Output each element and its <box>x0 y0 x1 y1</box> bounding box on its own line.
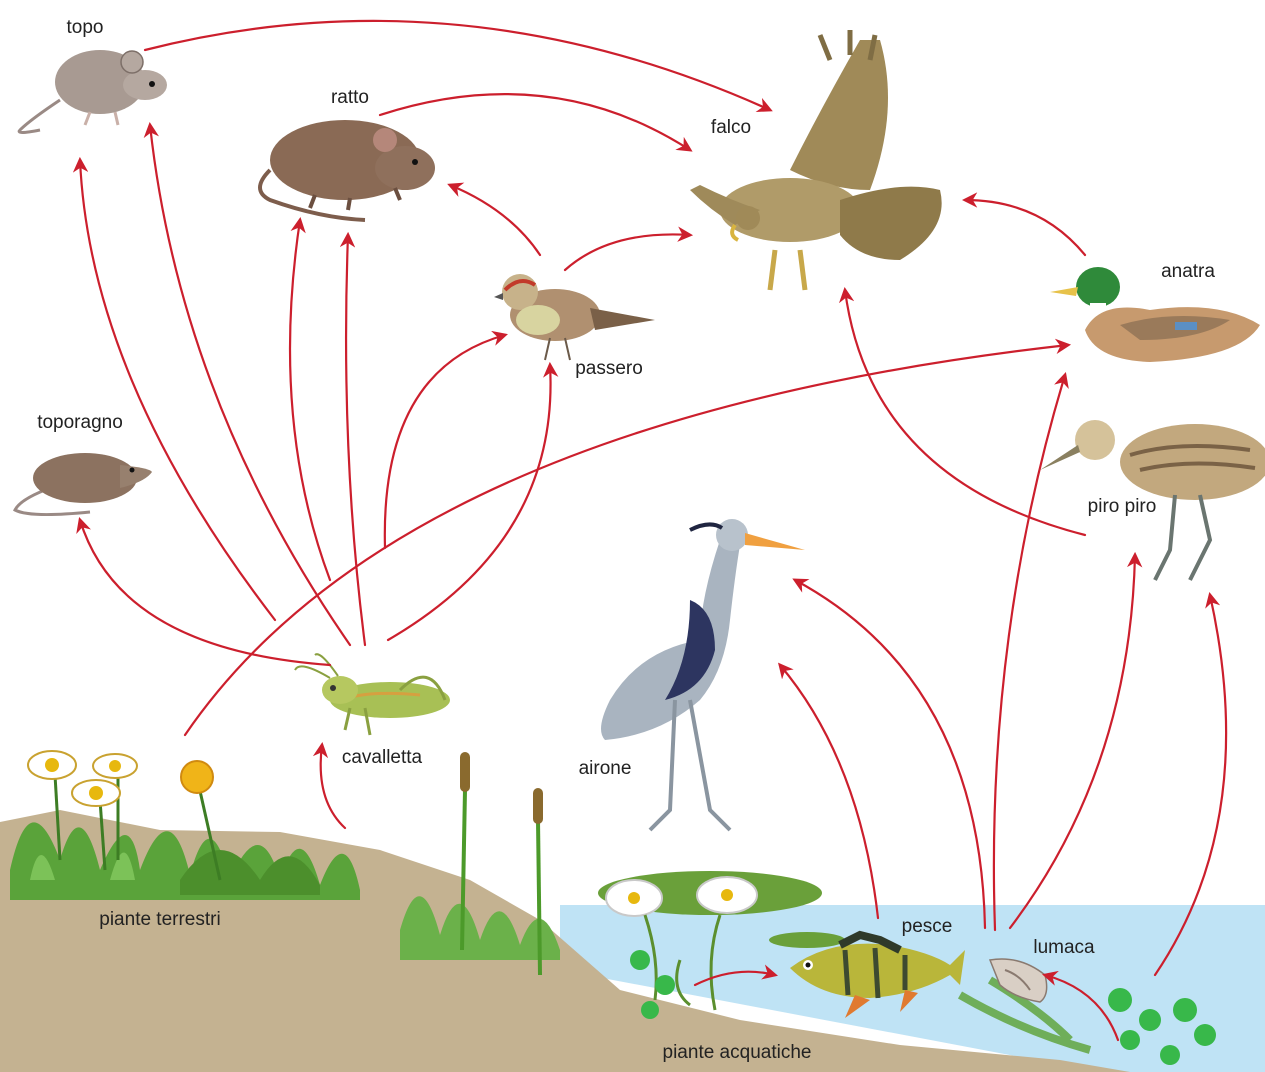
sparrow-icon <box>494 274 655 360</box>
arrow-cavalletta-to-topo <box>80 160 275 620</box>
arrow-passero-to-falco <box>565 234 690 270</box>
hawk-icon <box>690 30 942 290</box>
arrow-cavalletta-to-topo-2 <box>150 125 350 645</box>
label-piante-terrestri: piante terrestri <box>99 909 220 930</box>
arrow-cavalletta-to-toporagno <box>80 520 330 665</box>
arrow-anatra-to-falco <box>965 200 1085 255</box>
label-ratto: ratto <box>331 87 369 108</box>
label-piante-acquatiche: piante acquatiche <box>663 1042 812 1063</box>
label-topo: topo <box>67 17 104 38</box>
arrow-piropiro-to-falco <box>845 290 1085 535</box>
label-airone: airone <box>579 758 632 779</box>
duck-icon <box>1050 267 1260 362</box>
mouse-icon <box>19 50 167 133</box>
arrow-lumaca-to-piropiro <box>1010 555 1135 928</box>
arrow-cavalletta-to-ratto <box>290 220 330 580</box>
rat-icon <box>260 120 435 220</box>
label-falco: falco <box>711 117 751 138</box>
label-piro-piro: piro piro <box>1088 496 1157 517</box>
label-pesce: pesce <box>902 916 953 937</box>
heron-icon <box>601 519 805 830</box>
arrow-passero-to-ratto <box>450 185 540 255</box>
arrow-cavalletta-to-passero <box>385 335 505 548</box>
arrow-ratto-to-falco <box>380 94 690 150</box>
arrow-lumaca-to-airone <box>795 580 985 928</box>
grasshopper-icon <box>295 654 450 735</box>
arrow-lumaca-to-anatra <box>994 375 1065 930</box>
label-anatra: anatra <box>1161 261 1215 282</box>
label-lumaca: lumaca <box>1033 937 1095 958</box>
label-cavalletta: cavalletta <box>342 747 423 768</box>
label-toporagno: toporagno <box>37 412 123 433</box>
arrow-cavalletta-to-ratto-2 <box>346 235 365 645</box>
label-passero: passero <box>575 358 643 379</box>
shrew-icon <box>15 453 152 515</box>
